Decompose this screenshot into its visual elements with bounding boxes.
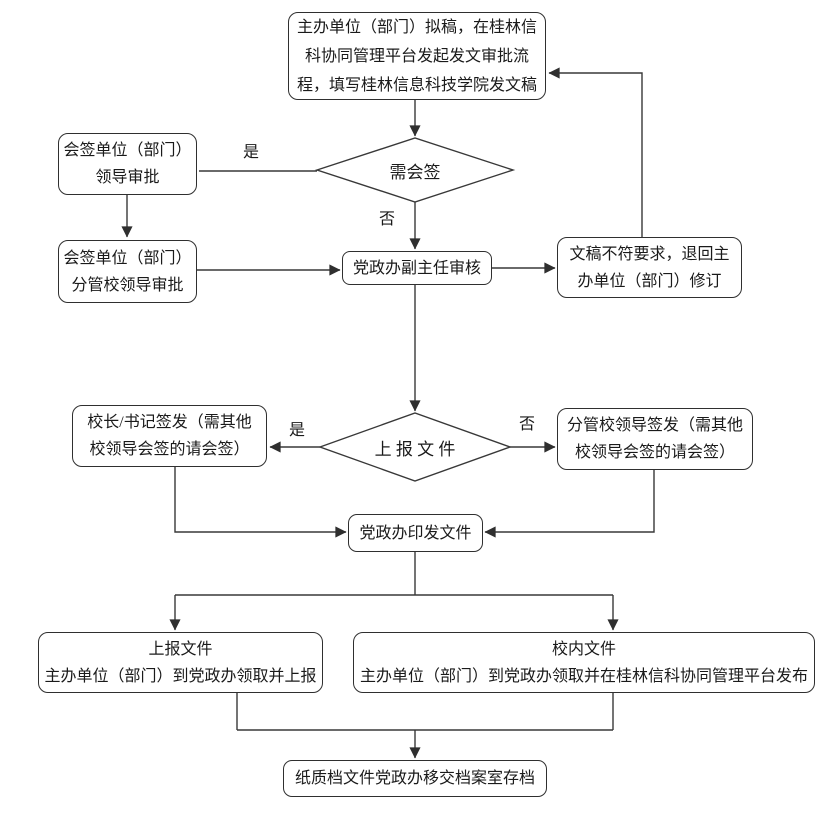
node-archive: 纸质档文件党政办移交档案室存档 [283,760,547,797]
edge-label-report-no: 否 [519,416,536,433]
node-report-pickup: 上报文件 主办单位（部门）到党政办领取并上报 [38,632,323,693]
edge-label-countersign-no: 否 [379,211,396,228]
edge-label-countersign-yes: 是 [243,144,260,161]
edge-reject-back-to-draft [548,67,643,237]
node-deputy-director-review: 党政办副主任审核 [342,251,492,285]
node-internal-publish: 校内文件 主办单位（部门）到党政办领取并在桂林信科协同管理平台发布 [353,632,815,693]
node-return-revise: 文稿不符要求，退回主 办单位（部门）修订 [557,237,742,298]
node-president-sign: 校长/书记签发（需其他 校领导会签的请会签） [72,405,267,467]
connector-lines [121,67,655,759]
node-countersign-vp-approve: 会签单位（部门） 分管校领导审批 [58,240,197,303]
decision-report-file-label: 上 报 文 件 [374,439,456,459]
node-countersign-leader-approve: 会签单位（部门） 领导审批 [58,133,197,195]
edge-label-report-yes: 是 [289,422,306,439]
node-vp-sign: 分管校领导签发（需其他 校领导会签的请会签） [557,408,753,470]
decision-countersign-label: 需会签 [389,162,441,182]
edge-vp-sign-to-issue [484,470,655,538]
edge-president-to-issue [174,467,347,538]
node-draft: 主办单位（部门）拟稿，在桂林信 科协同管理平台发起发文审批流 程，填写桂林信息科… [288,12,546,100]
decision-countersign-shape [314,137,516,203]
node-office-issue: 党政办印发文件 [348,514,483,552]
